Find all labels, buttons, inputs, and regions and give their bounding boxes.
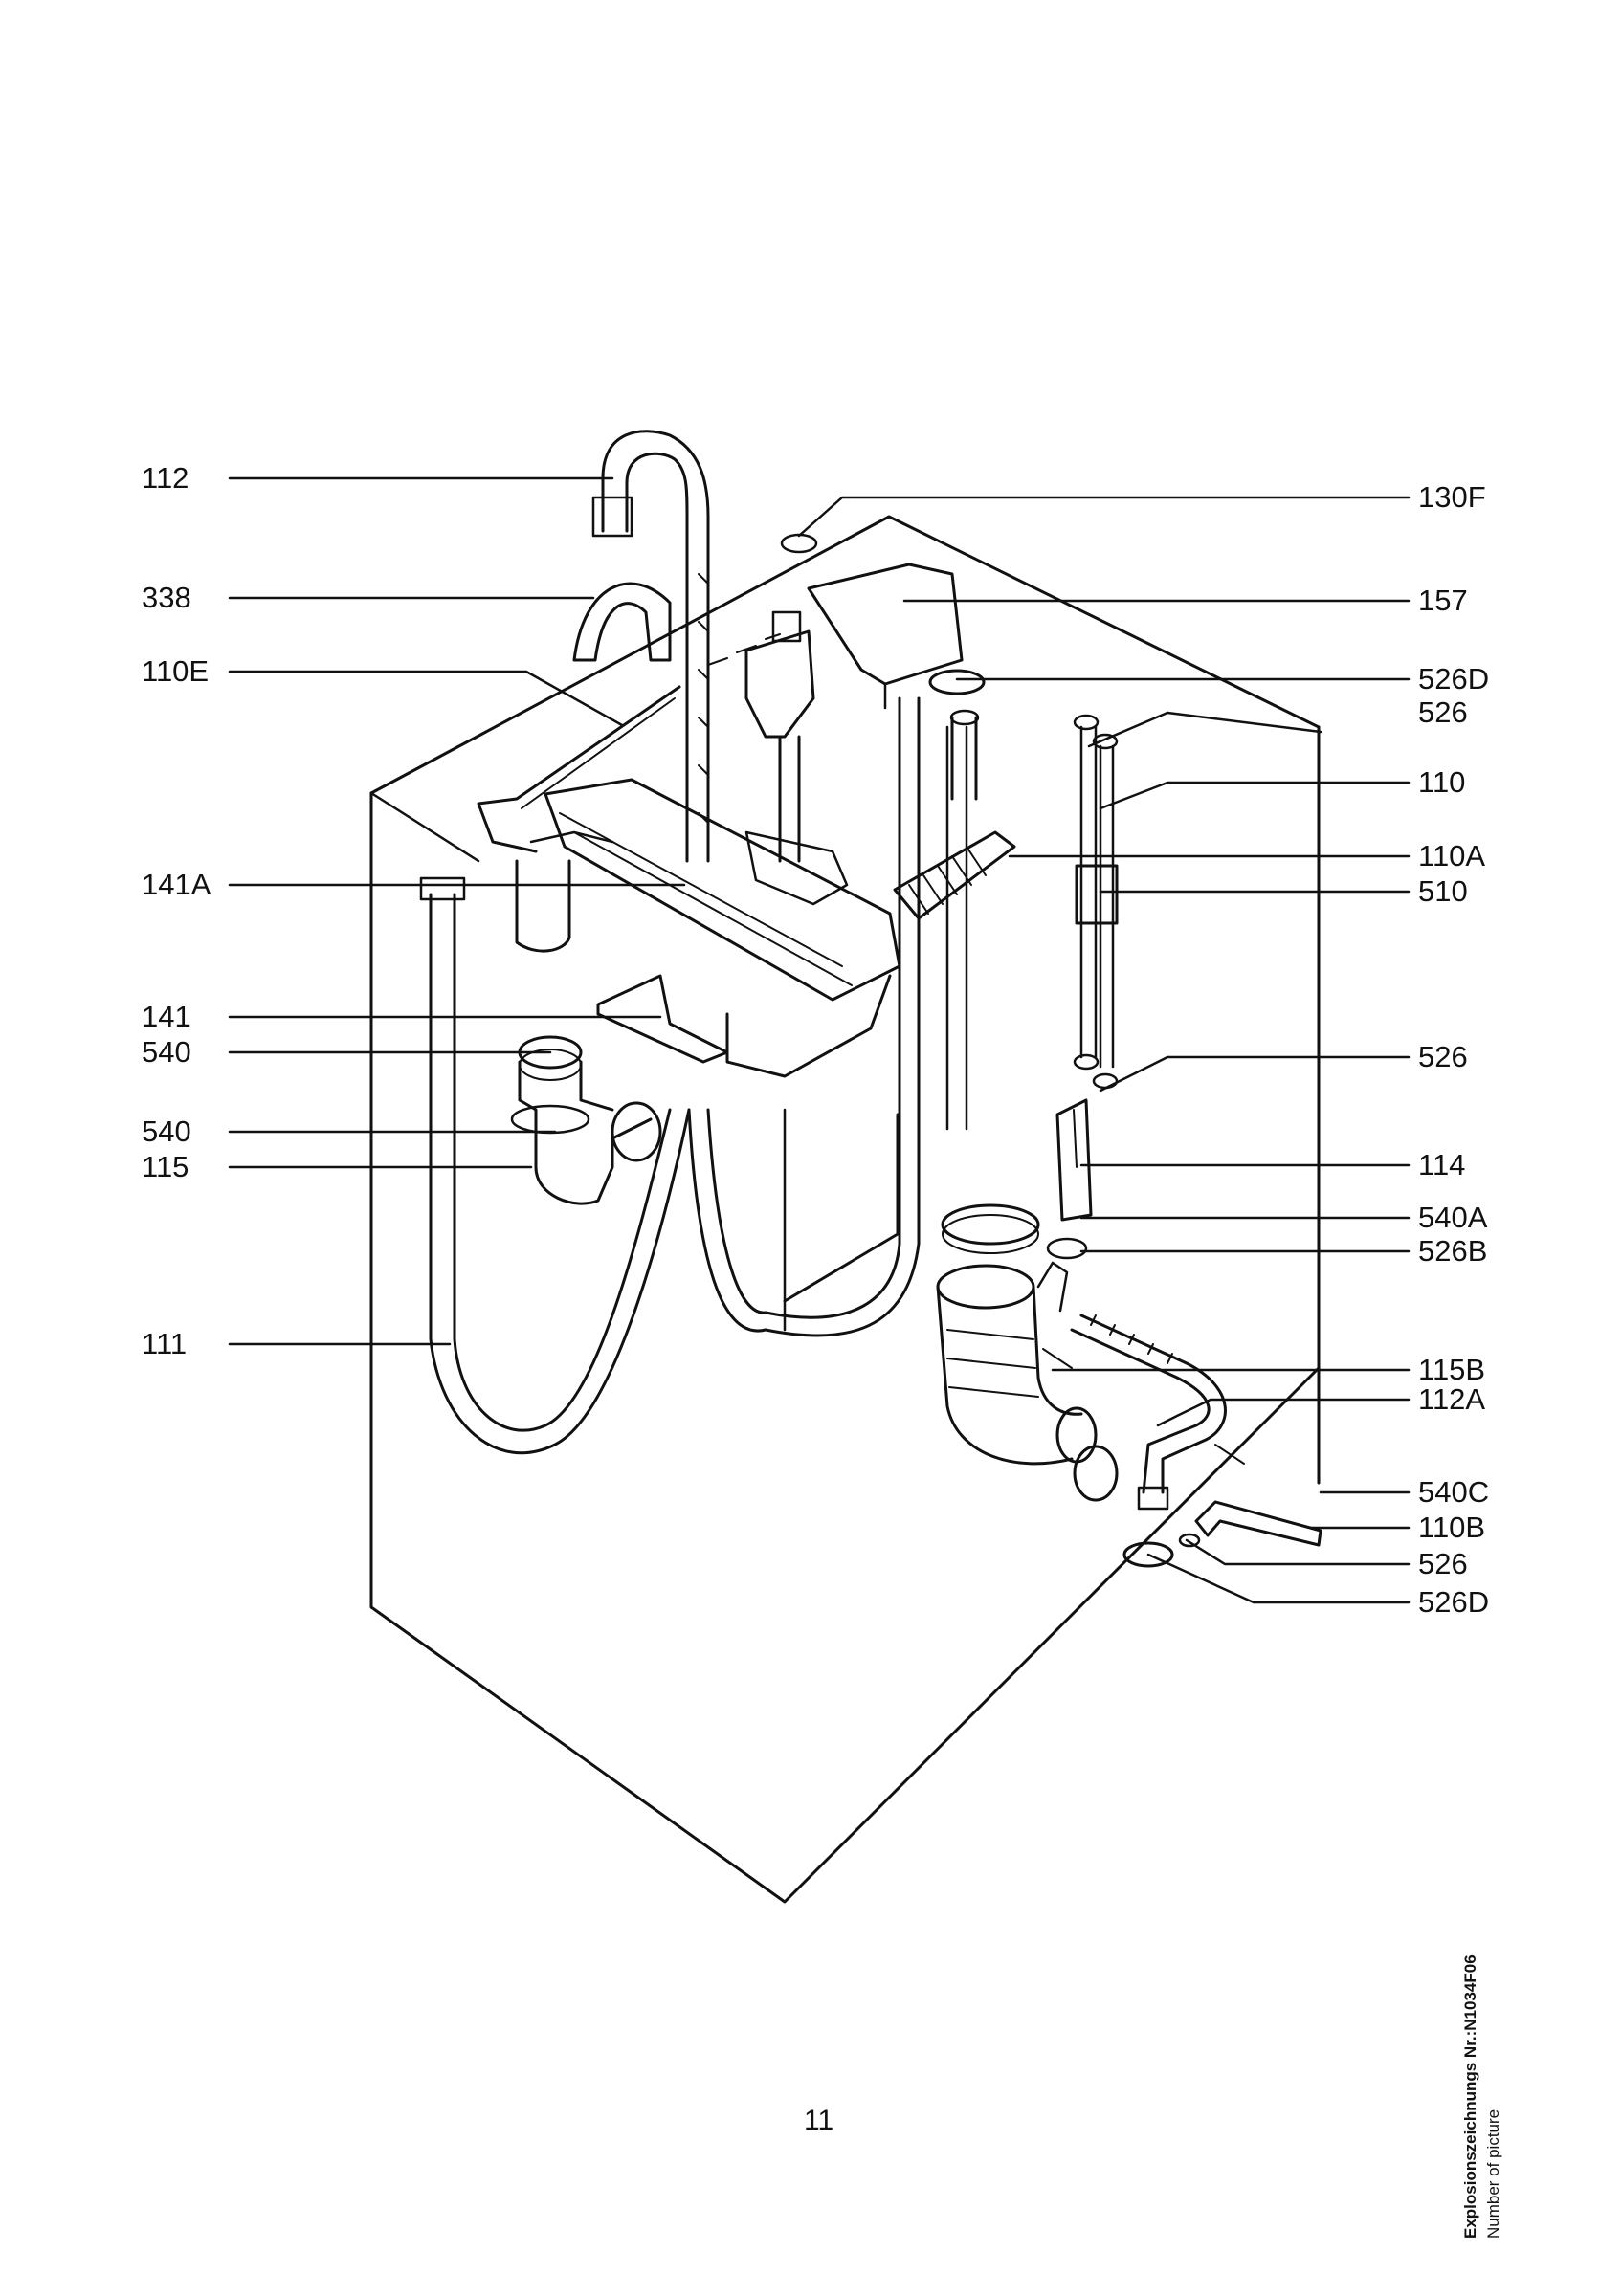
tube-110E xyxy=(477,685,681,853)
hose-bracket-338 xyxy=(572,582,672,662)
hose-110A xyxy=(893,709,1016,920)
label-157: 157 xyxy=(1418,584,1468,617)
label-112A: 112A xyxy=(1418,1382,1486,1416)
label-338: 338 xyxy=(142,581,191,614)
label-110A: 110A xyxy=(1418,839,1486,872)
clamp-540C xyxy=(1073,1445,1119,1502)
drain-hose-loop xyxy=(687,696,968,1337)
label-526B: 526B xyxy=(1418,1234,1488,1268)
label-526-top: 526 xyxy=(1418,695,1468,729)
inlet-hose-112 xyxy=(591,430,710,863)
sump-hose-115B xyxy=(936,1261,1098,1466)
siphon-115 xyxy=(510,1035,662,1205)
part-114 xyxy=(1055,1098,1093,1222)
clamp-526D-top xyxy=(928,669,986,695)
label-510: 510 xyxy=(1418,874,1468,908)
caption-subtitle: Number of picture xyxy=(1484,2108,1502,2239)
caption-title: Explosionszeichnungs Nr.:N1034F06 xyxy=(1461,1954,1479,2239)
label-130F: 130F xyxy=(1418,480,1486,514)
label-526D-top: 526D xyxy=(1418,662,1490,695)
label-141A: 141A xyxy=(142,868,211,901)
clamp-526B xyxy=(1046,1237,1088,1260)
leader-lines-right xyxy=(797,496,1411,1604)
label-141: 141 xyxy=(142,1000,191,1033)
label-540C: 540C xyxy=(1418,1475,1490,1509)
tube-110B xyxy=(1194,1500,1322,1547)
label-540-b: 540 xyxy=(142,1115,191,1148)
label-112: 112 xyxy=(142,461,189,495)
pressure-tube-110 xyxy=(1073,714,1119,1090)
inlet-valve xyxy=(744,610,849,906)
label-115: 115 xyxy=(142,1150,189,1183)
clamp-526D-bottom xyxy=(1122,1541,1174,1568)
label-540-a: 540 xyxy=(142,1035,191,1069)
label-111: 111 xyxy=(142,1327,188,1360)
label-526D-bottom: 526D xyxy=(1418,1585,1490,1619)
clamp-526-bottom xyxy=(1178,1533,1201,1548)
label-114: 114 xyxy=(1418,1148,1466,1181)
leader-lines-left xyxy=(228,476,686,1346)
dash-marks xyxy=(707,633,1245,1465)
label-110E: 110E xyxy=(142,654,210,688)
page-number: 11 xyxy=(804,2105,834,2136)
clamp-540A xyxy=(941,1203,1040,1254)
label-540A: 540A xyxy=(1418,1201,1488,1234)
hose-111 xyxy=(419,876,691,1455)
cabinet-outline xyxy=(369,515,1321,1904)
hose-112A xyxy=(1070,1314,1227,1511)
label-115B: 115B xyxy=(1418,1353,1486,1386)
label-526-bottom: 526 xyxy=(1418,1547,1468,1580)
label-110B: 110B xyxy=(1418,1511,1486,1544)
dispenser-lid-157 xyxy=(780,533,964,710)
label-526-mid: 526 xyxy=(1418,1040,1468,1073)
label-110: 110 xyxy=(1418,765,1466,799)
picture-caption: Explosionszeichnungs Nr.:N1034F06 Number… xyxy=(1459,1837,1536,2239)
